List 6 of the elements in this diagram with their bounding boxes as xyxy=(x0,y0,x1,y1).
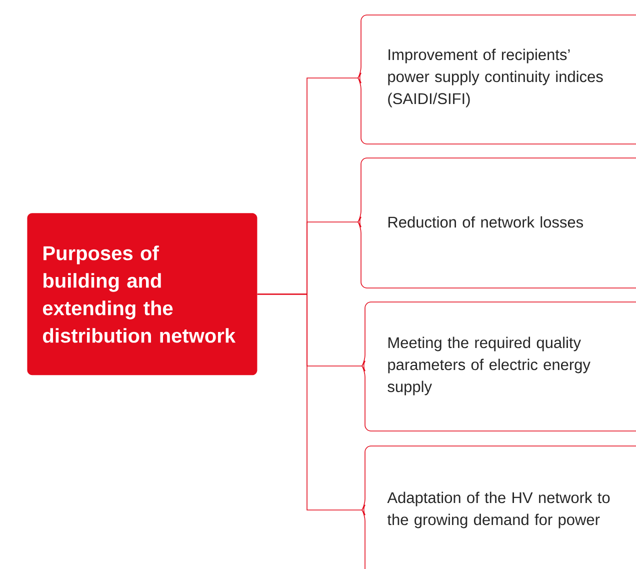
goal-box: Improvement of recipients’ power supply continuity indices (SAIDI/SIFI) xyxy=(358,14,636,144)
goal-box: Reduction of network losses xyxy=(358,158,636,288)
goal-box: Meeting the required quality parameters of electric energy supply xyxy=(362,302,636,432)
goal-box: Adaptation of the HV network to the growing demand for power xyxy=(362,446,636,569)
connector-line xyxy=(257,294,362,510)
title-box: Purposes of building and extending the distribution network xyxy=(27,213,258,376)
